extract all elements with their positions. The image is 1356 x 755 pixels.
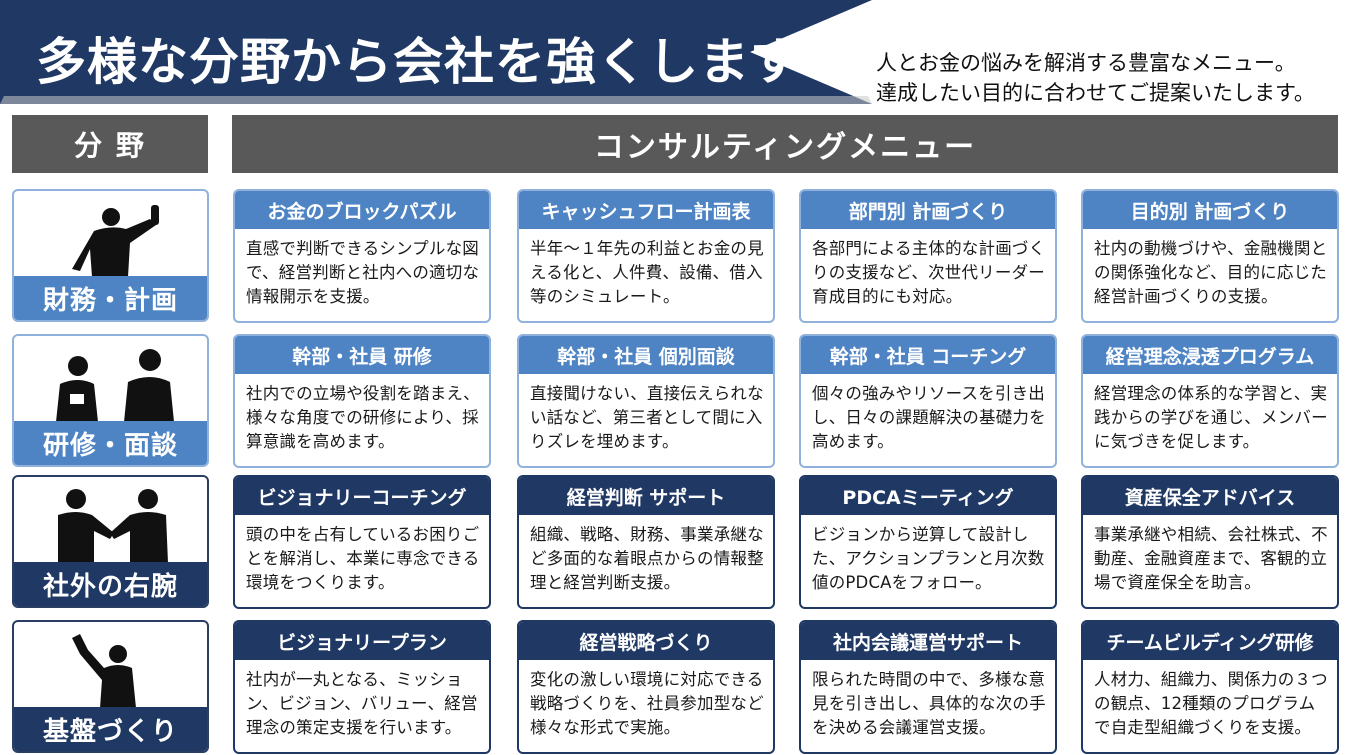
category-label: 財務・計画 [14, 276, 207, 320]
card-title: チームビルディング研修 [1083, 622, 1337, 660]
raised-fist-leader-icon [72, 634, 136, 708]
menu-card-visionary-coaching[interactable]: ビジョナリーコーチング 頭の中を占有しているお困りごとを解消し、本業に専念できる… [233, 475, 491, 609]
card-title: PDCAミーティング [801, 477, 1055, 515]
card-body: 半年～１年先の利益とお金の見える化と、人件費、設備、借入等のシミュレート。 [530, 239, 764, 306]
banner-arrow-shape [0, 0, 872, 104]
card-title: 経営戦略づくり [519, 622, 773, 660]
menu-card-pdca-meeting[interactable]: PDCAミーティング ビジョンから逆算して設計した、アクションプランと月次数値の… [799, 475, 1057, 609]
menu-card-strategy-building[interactable]: 経営戦略づくり 変化の激しい環境に対応できる戦略づくりを、社員参加型など様々な形… [517, 620, 775, 754]
card-body: 社内での立場や役割を踏まえ、様々な角度での研修により、採算意識を高めます。 [246, 384, 480, 451]
subtitle-line-1: 人とお金の悩みを解消する豊富なメニュー。 [876, 51, 1296, 75]
card-title: お金のブロックパズル [235, 191, 489, 229]
two-people-meeting-icon [56, 349, 174, 422]
card-title: 社内会議運営サポート [801, 622, 1055, 660]
menu-card-philosophy-program[interactable]: 経営理念浸透プログラム 経営理念の体系的な学習と、実践からの学びを通じ、メンバー… [1081, 334, 1339, 468]
category-finance-planning: 財務・計画 [12, 189, 209, 322]
card-title: 経営判断 サポート [519, 477, 773, 515]
menu-column-header: コンサルティングメニュー [232, 115, 1338, 173]
menu-card-department-planning[interactable]: 部門別 計画づくり 各部門による主体的な計画づくりの支援など、次世代リーダー育成… [799, 189, 1057, 323]
menu-card-staff-training[interactable]: 幹部・社員 研修 社内での立場や役割を踏まえ、様々な角度での研修により、採算意識… [233, 334, 491, 468]
card-body: 事業承継や相続、会社株式、不動産、金融資産まで、客観的立場で資産保全を助言。 [1094, 525, 1328, 592]
card-title: 経営理念浸透プログラム [1083, 336, 1337, 374]
menu-card-meeting-support[interactable]: 社内会議運営サポート 限られた時間の中で、多様な意見を引き出し、具体的な次の手を… [799, 620, 1057, 754]
victory-businessman-icon [72, 205, 159, 277]
card-body: 個々の強みやリソースを引き出し、日々の課題解決の基礎力を高めます。 [812, 384, 1046, 451]
card-body: ビジョンから逆算して設計した、アクションプランと月次数値のPDCAをフォロー。 [812, 525, 1045, 592]
menu-card-staff-coaching[interactable]: 幹部・社員 コーチング 個々の強みやリソースを引き出し、日々の課題解決の基礎力を… [799, 334, 1057, 468]
card-body: 限られた時間の中で、多様な意見を引き出し、具体的な次の手を決める会議運営支援。 [812, 670, 1046, 737]
menu-card-team-building[interactable]: チームビルディング研修 人材力、組織力、関係力の３つの観点、12種類のプログラム… [1081, 620, 1339, 754]
menu-card-asset-protection-advice[interactable]: 資産保全アドバイス 事業承継や相続、会社株式、不動産、金融資産まで、客観的立場で… [1081, 475, 1339, 609]
category-label: 社外の右腕 [14, 562, 207, 606]
handshake-icon [58, 489, 168, 563]
card-title: ビジョナリーコーチング [235, 477, 489, 515]
card-body: 社内が一丸となる、ミッション、ビジョン、バリュー、経営理念の策定支援を行います。 [246, 670, 478, 737]
card-body: 社内の動機づけや、金融機関との関係強化など、目的に応じた経営計画づくりの支援。 [1094, 239, 1328, 306]
menu-card-money-block-puzzle[interactable]: お金のブロックパズル 直感で判断できるシンプルな図で、経営判断と社内への適切な情… [233, 189, 491, 323]
card-body: 直感で判断できるシンプルな図で、経営判断と社内への適切な情報開示を支援。 [246, 239, 480, 306]
menu-card-purpose-planning[interactable]: 目的別 計画づくり 社内の動機づけや、金融機関との関係強化など、目的に応じた経営… [1081, 189, 1339, 323]
card-body: 直接聞けない、直接伝えられない話など、第三者として間に入りズレを埋めます。 [530, 384, 764, 451]
card-title: キャッシュフロー計画表 [519, 191, 773, 229]
menu-card-visionary-plan[interactable]: ビジョナリープラン 社内が一丸となる、ミッション、ビジョン、バリュー、経営理念の… [233, 620, 491, 754]
card-title: 資産保全アドバイス [1083, 477, 1337, 515]
card-title: 幹部・社員 個別面談 [519, 336, 773, 374]
menu-card-management-decision-support[interactable]: 経営判断 サポート 組織、戦略、財務、事業承継など多面的な着眼点からの情報整理と… [517, 475, 775, 609]
card-body: 頭の中を占有しているお困りごとを解消し、本業に専念できる環境をつくります。 [246, 525, 480, 592]
card-body: 人材力、組織力、関係力の３つの観点、12種類のプログラムで自走型組織づくりを支援… [1094, 670, 1328, 737]
card-title: 部門別 計画づくり [801, 191, 1055, 229]
title-banner: 多様な分野から会社を強くします [0, 0, 880, 104]
menu-card-cashflow-plan[interactable]: キャッシュフロー計画表 半年～１年先の利益とお金の見える化と、人件費、設備、借入… [517, 189, 775, 323]
page-title: 多様な分野から会社を強くします [36, 33, 801, 91]
menu-card-staff-interview[interactable]: 幹部・社員 個別面談 直接聞けない、直接伝えられない話など、第三者として間に入り… [517, 334, 775, 468]
category-outside-right-hand: 社外の右腕 [12, 475, 209, 608]
card-body: 変化の激しい環境に対応できる戦略づくりを、社員参加型など様々な形式で実施。 [530, 670, 764, 737]
category-training-interview: 研修・面談 [12, 334, 209, 467]
category-foundation-building: 基盤づくり [12, 620, 209, 753]
field-column-header: 分 野 [12, 115, 208, 173]
card-body: 各部門による主体的な計画づくりの支援など、次世代リーダー育成目的にも対応。 [812, 239, 1046, 306]
card-title: 目的別 計画づくり [1083, 191, 1337, 229]
card-body: 経営理念の体系的な学習と、実践からの学びを通じ、メンバーに気づきを促します。 [1094, 384, 1328, 451]
card-body: 組織、戦略、財務、事業承継など多面的な着眼点からの情報整理と経営判断支援。 [530, 525, 764, 592]
subtitle-line-2: 達成したい目的に合わせてご提案いたします。 [876, 81, 1315, 105]
page-subtitle: 人とお金の悩みを解消する豊富なメニュー。 達成したい目的に合わせてご提案いたしま… [876, 48, 1315, 108]
card-title: 幹部・社員 研修 [235, 336, 489, 374]
card-title: 幹部・社員 コーチング [801, 336, 1055, 374]
category-label: 基盤づくり [14, 707, 207, 751]
category-label: 研修・面談 [14, 421, 207, 465]
card-title: ビジョナリープラン [235, 622, 489, 660]
